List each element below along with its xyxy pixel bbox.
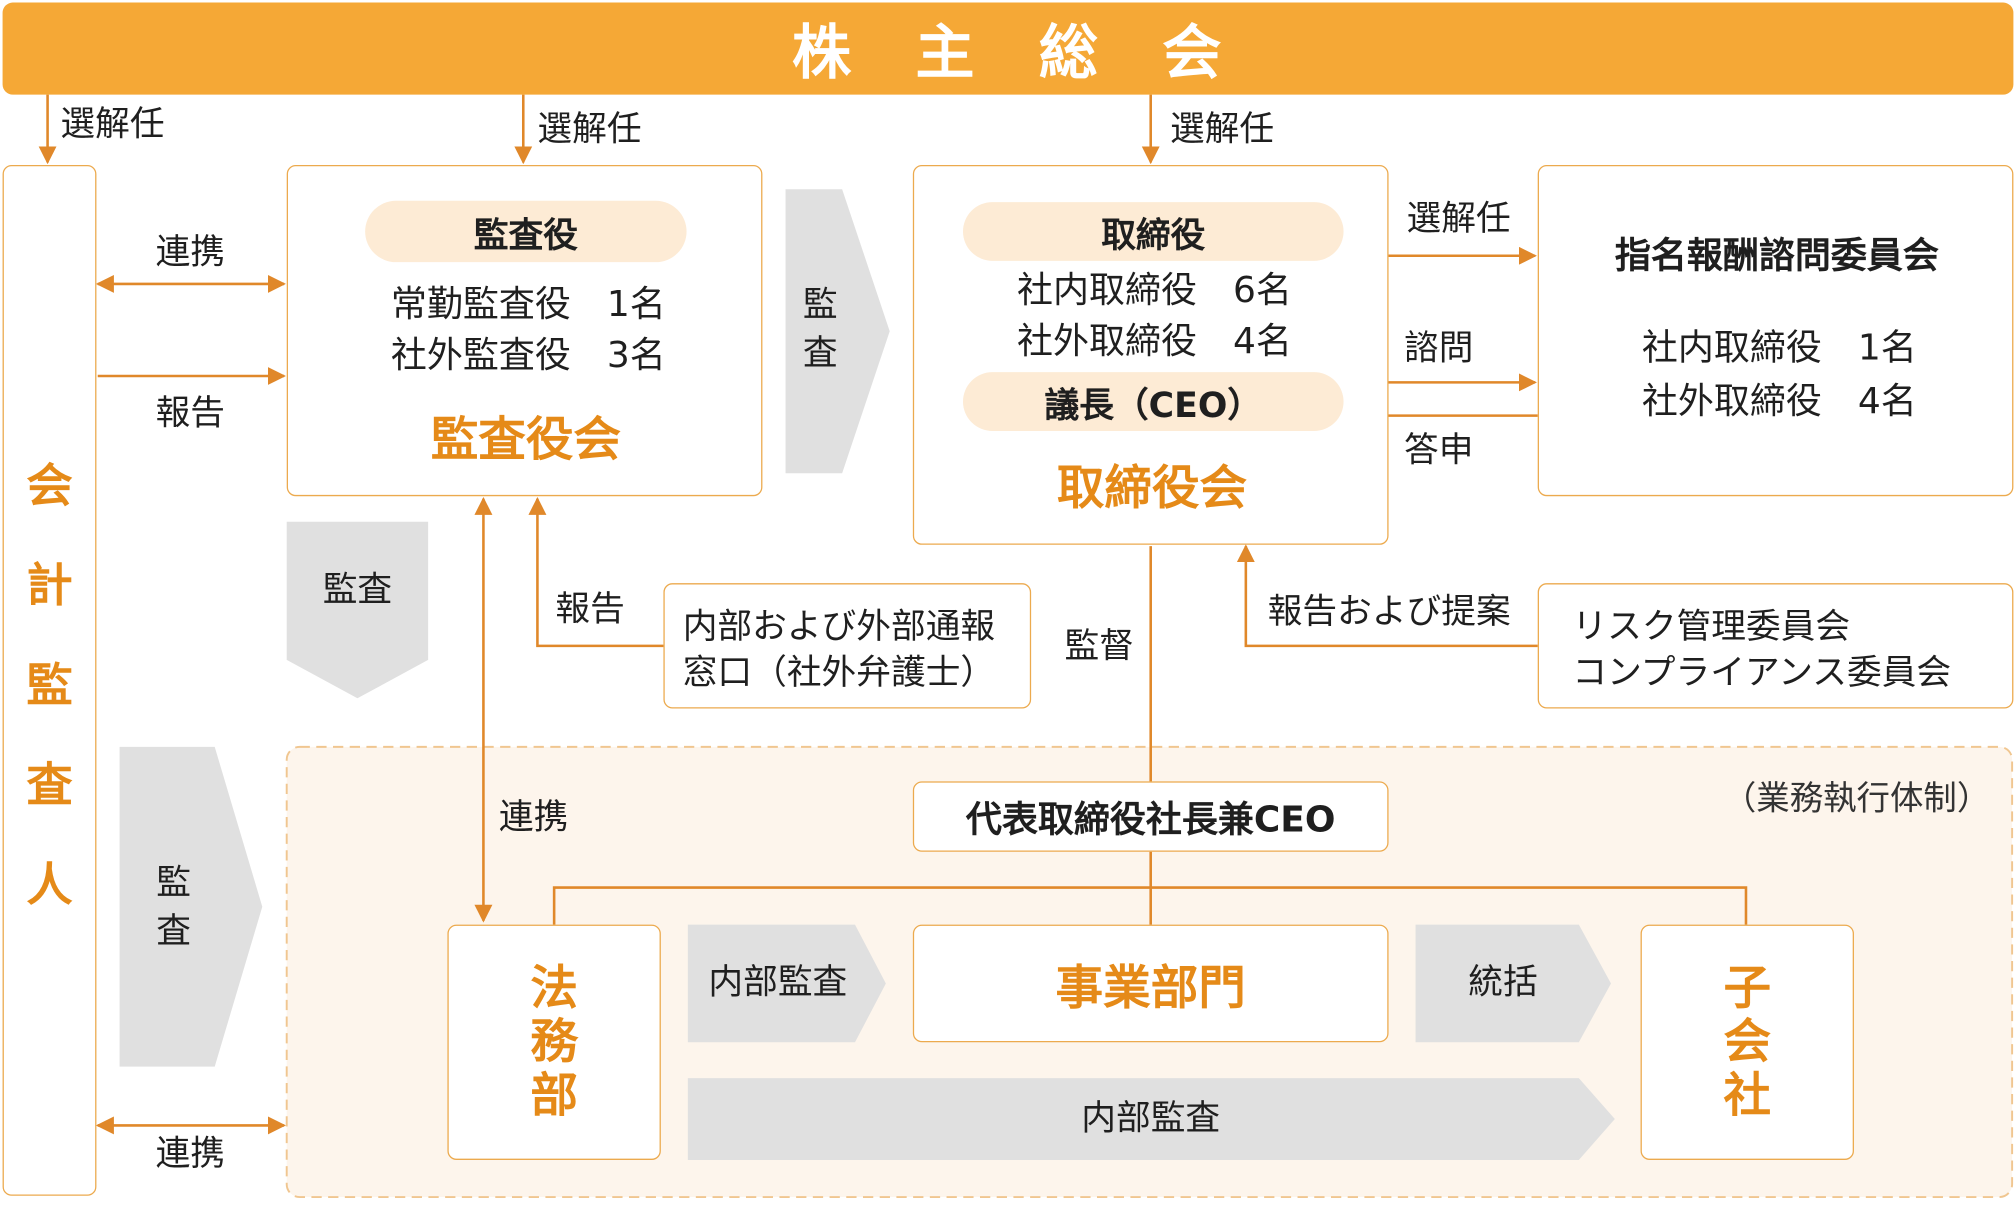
audit-chevron-label-top: 監 査 [795, 281, 846, 378]
nomination-line2: 社外取締役 4名 [1641, 379, 1917, 423]
legal-char: 務 [530, 1014, 578, 1070]
board-pill: 取締役 [962, 202, 1344, 261]
risk-committee-box: リスク管理委員会 コンプライアンス委員会 [1537, 583, 2014, 709]
subsidiary-box: 子 会 社 [1640, 924, 1854, 1160]
ceo-title: 代表取締役社長兼CEO [965, 797, 1336, 840]
renkei-label-bottom: 連携 [155, 1134, 225, 1175]
audit-char: 査 [156, 911, 191, 952]
board-chair-pill: 議長（CEO） [962, 372, 1344, 431]
auditor-char: 計 [26, 560, 73, 613]
internal-audit-label-small: 内部監査 [708, 963, 848, 1003]
auditor-char: 会 [26, 460, 73, 513]
auditor-char: 監 [26, 659, 73, 713]
oversee-label: 統括 [1468, 963, 1538, 1003]
subsidiary-char: 子 [1723, 960, 1772, 1016]
audit-board-pill: 監査役 [365, 200, 687, 263]
appoint-label-audit-board: 選解任 [537, 109, 642, 150]
oversee-chevron [1415, 924, 1611, 1043]
audit-board-box: 監査役 常勤監査役 1名 社外監査役 3名 監査役会 [286, 164, 763, 497]
audit-chevron-down [286, 521, 429, 699]
business-division-box: 事業部門 [912, 924, 1389, 1043]
shareholders-title: 株 主 総 会 [791, 17, 1224, 87]
nomination-line1: 社内取締役 1名 [1641, 326, 1917, 369]
legal-department-box: 法 務 部 [447, 924, 661, 1160]
toushin-label: 答申 [1403, 430, 1474, 471]
legal-department-title: 法 務 部 [530, 960, 578, 1123]
audit-board-line1: 常勤監査役 1名 [390, 282, 666, 325]
exec-system-label: （業務執行体制） [1722, 780, 1991, 819]
nomination-committee-title: 指名報酬諮問委員会 [1614, 234, 1939, 277]
kantoku-label: 監督 [1064, 626, 1134, 667]
audit-chevron-right-left [119, 746, 263, 1067]
subsidiary-title: 子 会 社 [1723, 960, 1772, 1123]
whistleblower-box: 内部および外部通報 窓口（社外弁護士） [663, 583, 1032, 709]
risk-committee-line2: コンプライアンス委員会 [1572, 653, 1952, 694]
subsidiary-char: 会 [1723, 1014, 1772, 1070]
internal-audit-chevron-wide [687, 1078, 1615, 1160]
board-box: 取締役 社内取締役 6名 社外取締役 4名 議長（CEO） 取締役会 [912, 164, 1389, 545]
whistleblower-line2: 窓口（社外弁護士） [682, 653, 996, 694]
business-division-title: 事業部門 [1055, 960, 1246, 1016]
board-title: 取締役会 [1056, 460, 1248, 516]
subsidiary-char: 社 [1723, 1067, 1772, 1123]
legal-char: 部 [530, 1067, 578, 1123]
audit-chevron-right-top [785, 189, 890, 474]
accounting-auditor-box: 会 計 監 査 人 [2, 164, 97, 1196]
audit-chevron-label-down: 監査 [322, 570, 393, 611]
internal-audit-chevron-small [687, 924, 886, 1043]
board-line2: 社外取締役 4名 [1016, 319, 1292, 362]
internal-audit-label-wide: 内部監査 [1081, 1098, 1221, 1139]
auditor-char: 査 [26, 759, 73, 813]
board-line1: 社内取締役 6名 [1016, 268, 1292, 311]
audit-board-title: 監査役会 [430, 411, 621, 467]
houkoku-label-left: 報告 [155, 393, 225, 434]
audit-char: 監 [156, 863, 191, 903]
renkei-label-legal: 連携 [498, 798, 569, 838]
audit-board-line2: 社外監査役 3名 [390, 333, 666, 376]
houkoku-label-whistle: 報告 [555, 589, 625, 630]
renkei-label-top: 連携 [155, 232, 225, 273]
ceo-box: 代表取締役社長兼CEO [912, 781, 1389, 852]
auditor-char: 人 [26, 859, 73, 912]
shareholders-banner: 株 主 総 会 [2, 2, 2014, 95]
audit-char: 査 [802, 333, 838, 374]
nomination-committee-box: 指名報酬諮問委員会 社内取締役 1名 社外取締役 4名 [1537, 164, 2014, 497]
risk-committee-line1: リスク管理委員会 [1572, 607, 1851, 648]
legal-char: 法 [530, 960, 578, 1016]
accounting-auditor-title: 会 計 監 査 人 [26, 425, 72, 937]
audit-char: 監 [802, 285, 838, 325]
report-proposal-label: 報告および提案 [1267, 592, 1511, 632]
appoint-label-board: 選解任 [1169, 109, 1275, 150]
audit-chevron-label-left: 監 査 [148, 859, 199, 956]
appoint-label-nomination: 選解任 [1406, 199, 1511, 240]
appoint-label-auditor: 選解任 [60, 104, 165, 145]
shimon-label: 諮問 [1403, 328, 1474, 369]
whistleblower-line1: 内部および外部通報 [682, 607, 996, 648]
